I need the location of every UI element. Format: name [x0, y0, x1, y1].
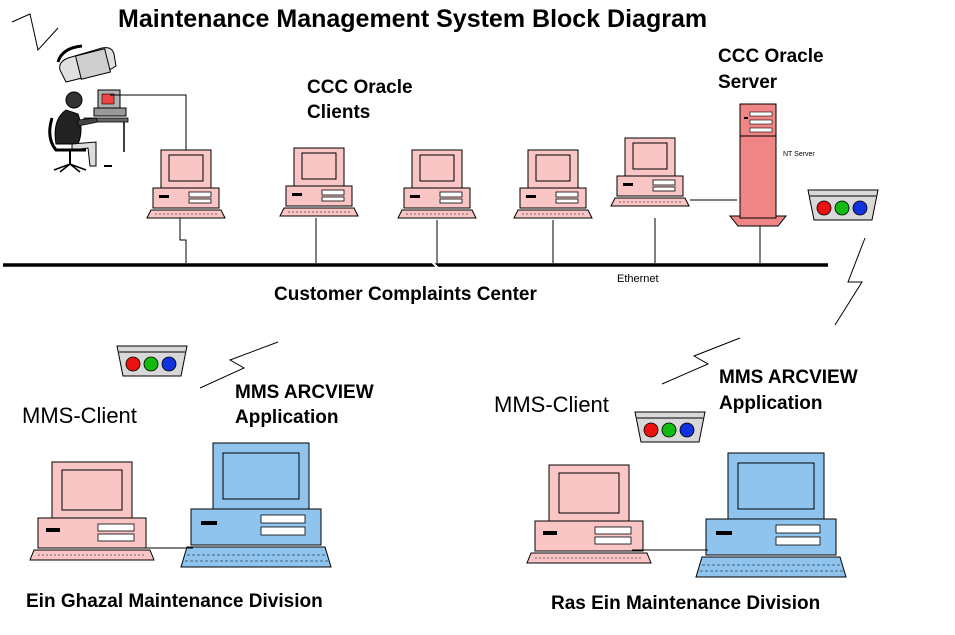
ethernet-label: Ethernet: [617, 273, 659, 285]
clients-label-line1: CCC Oracle: [307, 77, 413, 98]
operator-link: [110, 94, 187, 150]
arcview-label-right-line2: Application: [719, 393, 823, 414]
ccc-client-2: [279, 147, 359, 217]
server-label-line1: CCC Oracle: [718, 46, 824, 67]
radio-link-right: [661, 337, 741, 385]
mms-client-label-left: MMS-Client: [22, 403, 137, 428]
radio-link-topleft: [11, 13, 59, 52]
drop-client-1: [179, 218, 187, 263]
radio-link-ccc: [834, 237, 866, 326]
page-title: Maintenance Management System Block Diag…: [118, 5, 708, 33]
operator-icon: [48, 44, 129, 173]
oracle-server: [728, 103, 788, 227]
division-label-left: Ein Ghazal Maintenance Division: [26, 591, 323, 612]
radio-link-left: [199, 341, 279, 389]
server-label-line2: Server: [718, 72, 778, 93]
mms-client-pc-right: [526, 464, 652, 564]
modem-ras-ein: [634, 411, 706, 443]
modem-ein-ghazal: [116, 345, 188, 377]
ccc-label: Customer Complaints Center: [274, 284, 537, 305]
arcview-label-left-line2: Application: [235, 407, 339, 428]
mms-client-pc-left: [29, 461, 155, 561]
division-label-right: Ras Ein Maintenance Division: [551, 593, 821, 614]
arcview-pc-left: [180, 442, 332, 568]
clients-label-line2: Clients: [307, 102, 371, 123]
ccc-client-4: [513, 149, 593, 219]
arcview-label-right-line1: MMS ARCVIEW: [719, 367, 858, 388]
modem-ccc: [807, 189, 879, 221]
nt-server-label: NT Server: [783, 151, 815, 158]
arcview-pc-right: [695, 452, 847, 578]
arcview-label-left-line1: MMS ARCVIEW: [235, 382, 374, 403]
ccc-client-1: [146, 149, 226, 219]
ccc-client-5: [610, 137, 690, 207]
mms-client-label-right: MMS-Client: [494, 392, 609, 417]
ccc-client-3: [397, 149, 477, 219]
